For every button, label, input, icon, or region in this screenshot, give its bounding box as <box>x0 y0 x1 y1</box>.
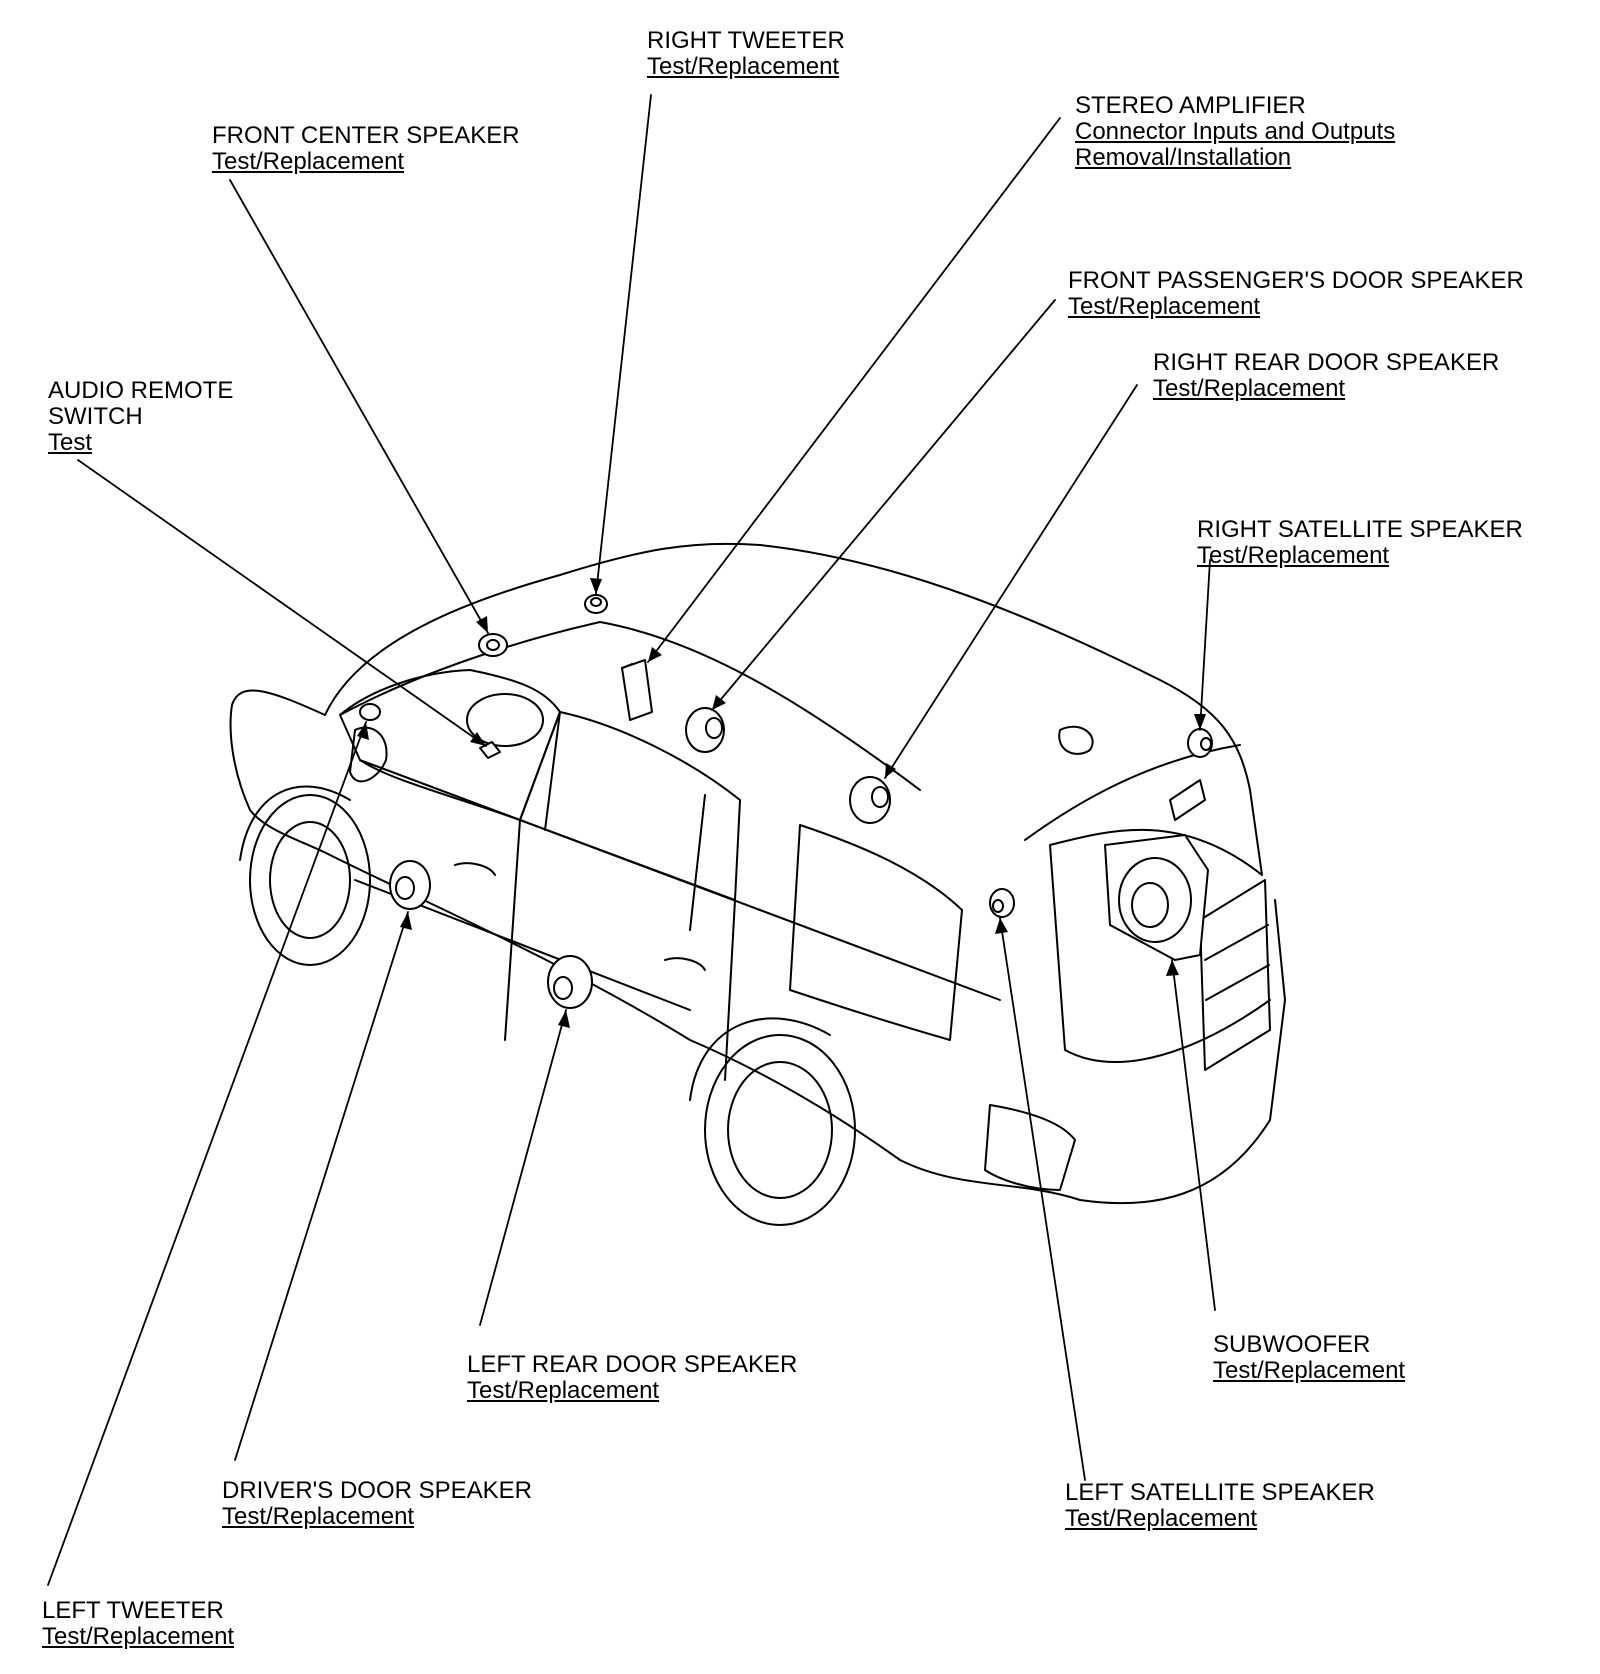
front-center-speaker-test-replacement-link[interactable]: Test/Replacement <box>212 148 405 175</box>
subwoofer-test-replacement-link[interactable]: Test/Replacement <box>1213 1357 1406 1384</box>
front-passenger-door-speaker-title: FRONT PASSENGER'S DOOR SPEAKER <box>1068 267 1524 294</box>
callout-left-satellite-speaker: LEFT SATELLITE SPEAKER Test/Replacement <box>1065 1480 1375 1532</box>
left-rear-door-speaker-test-replacement-link[interactable]: Test/Replacement <box>467 1377 660 1404</box>
left-satellite-speaker-test-replacement-link[interactable]: Test/Replacement <box>1065 1505 1258 1532</box>
callout-front-passenger-door-speaker: FRONT PASSENGER'S DOOR SPEAKER Test/Repl… <box>1068 268 1524 320</box>
left-tweeter-title: LEFT TWEETER <box>42 1597 224 1624</box>
front-center-speaker-title: FRONT CENTER SPEAKER <box>212 122 520 149</box>
drivers-door-speaker-title: DRIVER'S DOOR SPEAKER <box>222 1477 532 1504</box>
stereo-amplifier-title: STEREO AMPLIFIER <box>1075 92 1306 119</box>
left-rear-door-speaker-title: LEFT REAR DOOR SPEAKER <box>467 1351 798 1378</box>
vehicle-body <box>231 544 1285 1225</box>
stereo-amplifier-marker <box>622 660 652 720</box>
subwoofer-title: SUBWOOFER <box>1213 1331 1371 1358</box>
leader-lines <box>48 95 1215 1585</box>
drivers-door-speaker-test-replacement-link[interactable]: Test/Replacement <box>222 1503 415 1530</box>
right-rear-door-speaker-title: RIGHT REAR DOOR SPEAKER <box>1153 349 1500 376</box>
left-tweeter-marker <box>360 704 380 720</box>
audio-remote-switch-title-line-2: SWITCH <box>48 403 143 430</box>
callout-drivers-door-speaker: DRIVER'S DOOR SPEAKER Test/Replacement <box>222 1478 532 1530</box>
callout-left-rear-door-speaker: LEFT REAR DOOR SPEAKER Test/Replacement <box>467 1352 797 1404</box>
callout-right-tweeter: RIGHT TWEETER Test/Replacement <box>647 28 845 80</box>
right-rear-door-speaker-test-replacement-link[interactable]: Test/Replacement <box>1153 375 1346 402</box>
right-satellite-speaker-title: RIGHT SATELLITE SPEAKER <box>1197 516 1523 543</box>
arrow-heads <box>357 578 1206 1028</box>
callout-front-center-speaker: FRONT CENTER SPEAKER Test/Replacement <box>212 123 520 175</box>
front-passenger-door-speaker-test-replacement-link[interactable]: Test/Replacement <box>1068 293 1261 320</box>
audio-remote-switch-test-link[interactable]: Test <box>48 429 93 456</box>
component-markers <box>360 595 1212 1008</box>
left-tweeter-test-replacement-link[interactable]: Test/Replacement <box>42 1623 235 1650</box>
left-satellite-speaker-title: LEFT SATELLITE SPEAKER <box>1065 1479 1375 1506</box>
callout-right-rear-door-speaker: RIGHT REAR DOOR SPEAKER Test/Replacement <box>1153 350 1499 402</box>
callout-left-tweeter: LEFT TWEETER Test/Replacement <box>42 1598 234 1650</box>
audio-remote-switch-title-line-1: AUDIO REMOTE <box>48 377 234 404</box>
right-tweeter-test-replacement-link[interactable]: Test/Replacement <box>647 53 840 80</box>
right-satellite-speaker-test-replacement-link[interactable]: Test/Replacement <box>1197 542 1390 569</box>
callout-right-satellite-speaker: RIGHT SATELLITE SPEAKER Test/Replacement <box>1197 517 1523 569</box>
right-tweeter-title: RIGHT TWEETER <box>647 27 845 54</box>
callout-audio-remote-switch: AUDIO REMOTE SWITCH Test <box>48 378 233 456</box>
callout-stereo-amplifier: STEREO AMPLIFIER Connector Inputs and Ou… <box>1075 93 1395 171</box>
callout-subwoofer: SUBWOOFER Test/Replacement <box>1213 1332 1405 1384</box>
stereo-amplifier-removal-installation-link[interactable]: Removal/Installation <box>1075 144 1292 171</box>
stereo-amplifier-connector-inputs-outputs-link[interactable]: Connector Inputs and Outputs <box>1075 118 1396 145</box>
